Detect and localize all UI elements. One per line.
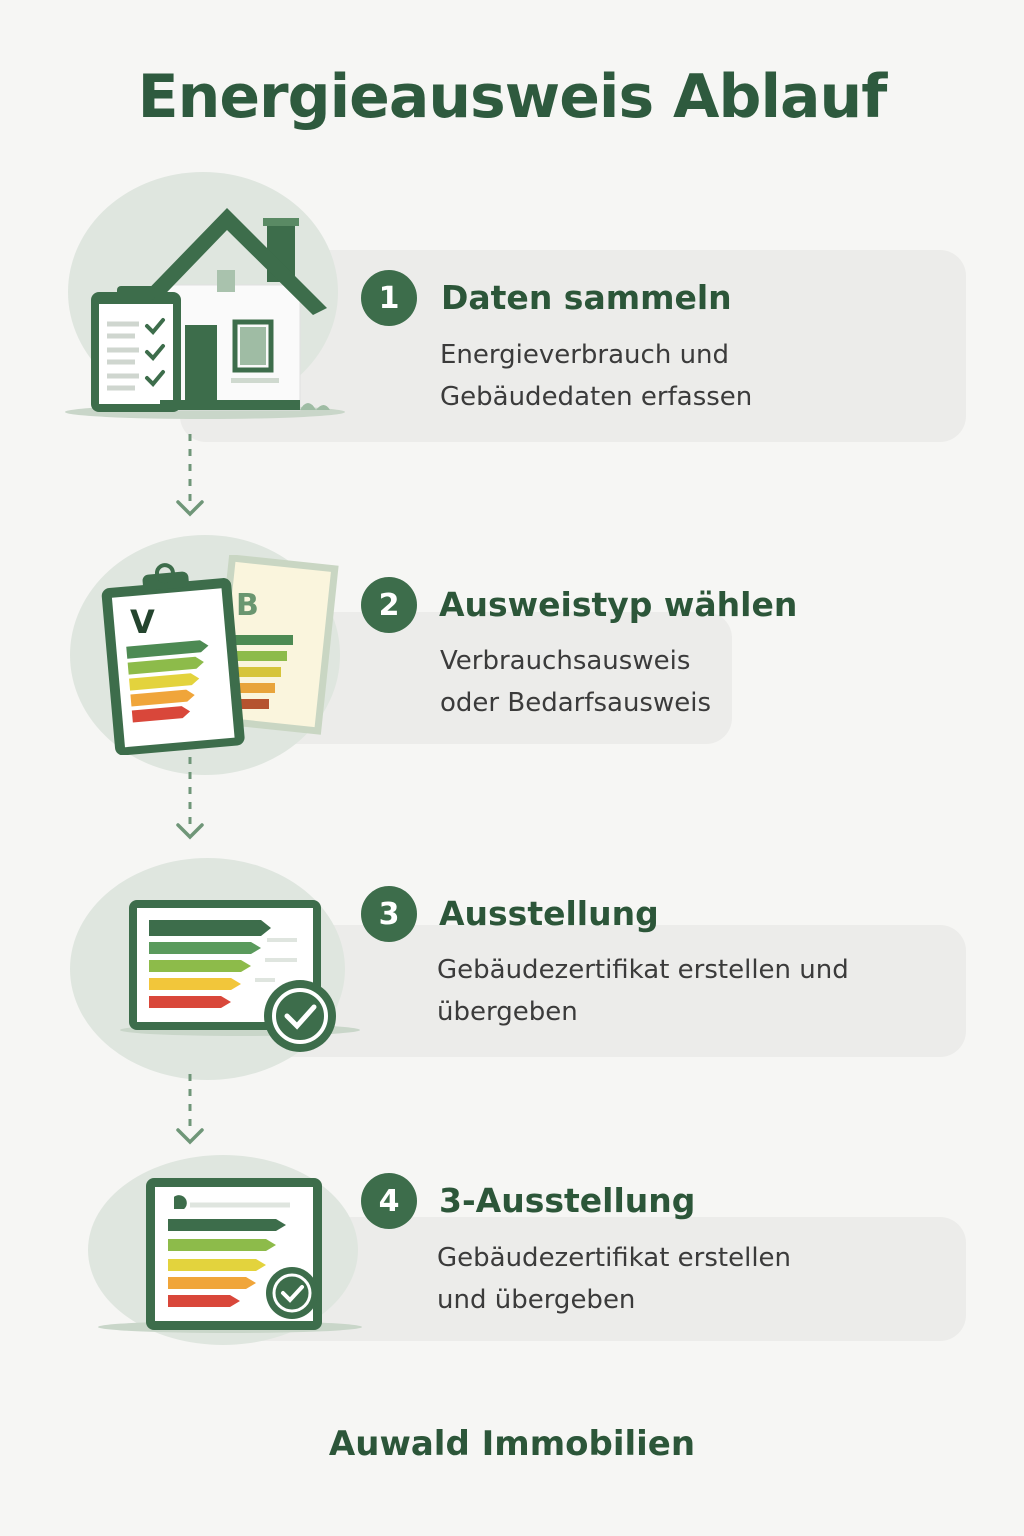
step-description-line: übergeben bbox=[437, 997, 578, 1027]
arrow-down-icon bbox=[176, 757, 204, 840]
step-number-badge: 4 bbox=[361, 1173, 417, 1229]
arrow-down-icon bbox=[176, 434, 204, 517]
company-name: Auwald Immobilien bbox=[328, 1424, 696, 1464]
step-description-line: Energieverbrauch und bbox=[440, 340, 730, 370]
step-description: Gebäudezertifikat erstellen und übergebe… bbox=[437, 949, 849, 1033]
step-description: Verbrauchsausweis oder Bedarfsausweis bbox=[440, 640, 711, 724]
step-description-line: Verbrauchsausweis bbox=[440, 646, 691, 676]
step-description-line: und übergeben bbox=[437, 1285, 636, 1315]
step-description-line: oder Bedarfsausweis bbox=[440, 688, 712, 718]
step-title: Ausweistyp wählen bbox=[439, 585, 798, 624]
page-title: Energieausweis Ablauf bbox=[137, 62, 888, 132]
step-description-line: Gebäudedaten erfassen bbox=[440, 382, 753, 412]
step-description-line: Gebäudezertifikat erstellen bbox=[437, 1243, 792, 1273]
step-description: Energieverbrauch und Gebäudedaten erfass… bbox=[440, 334, 752, 418]
step-title: Ausstellung bbox=[439, 894, 659, 933]
energy-class-label: B bbox=[236, 588, 259, 623]
energy-label-approved-icon bbox=[98, 1178, 362, 1333]
step-number-badge: 3 bbox=[361, 886, 417, 942]
energy-class-label: V bbox=[130, 603, 155, 641]
step-description: Gebäudezertifikat erstellen und übergebe… bbox=[437, 1237, 791, 1321]
step-description-line: Gebäudezertifikat erstellen und bbox=[437, 955, 849, 985]
step-number-badge: 1 bbox=[361, 270, 417, 326]
step-number-badge: 2 bbox=[361, 577, 417, 633]
house-checklist-icon bbox=[65, 208, 345, 419]
certificate-type-icon: B V bbox=[101, 555, 339, 755]
step-title: 3-Ausstellung bbox=[439, 1181, 696, 1220]
step-title: Daten sammeln bbox=[441, 278, 732, 317]
certificate-approved-icon bbox=[120, 900, 360, 1052]
arrow-down-icon bbox=[176, 1074, 204, 1145]
